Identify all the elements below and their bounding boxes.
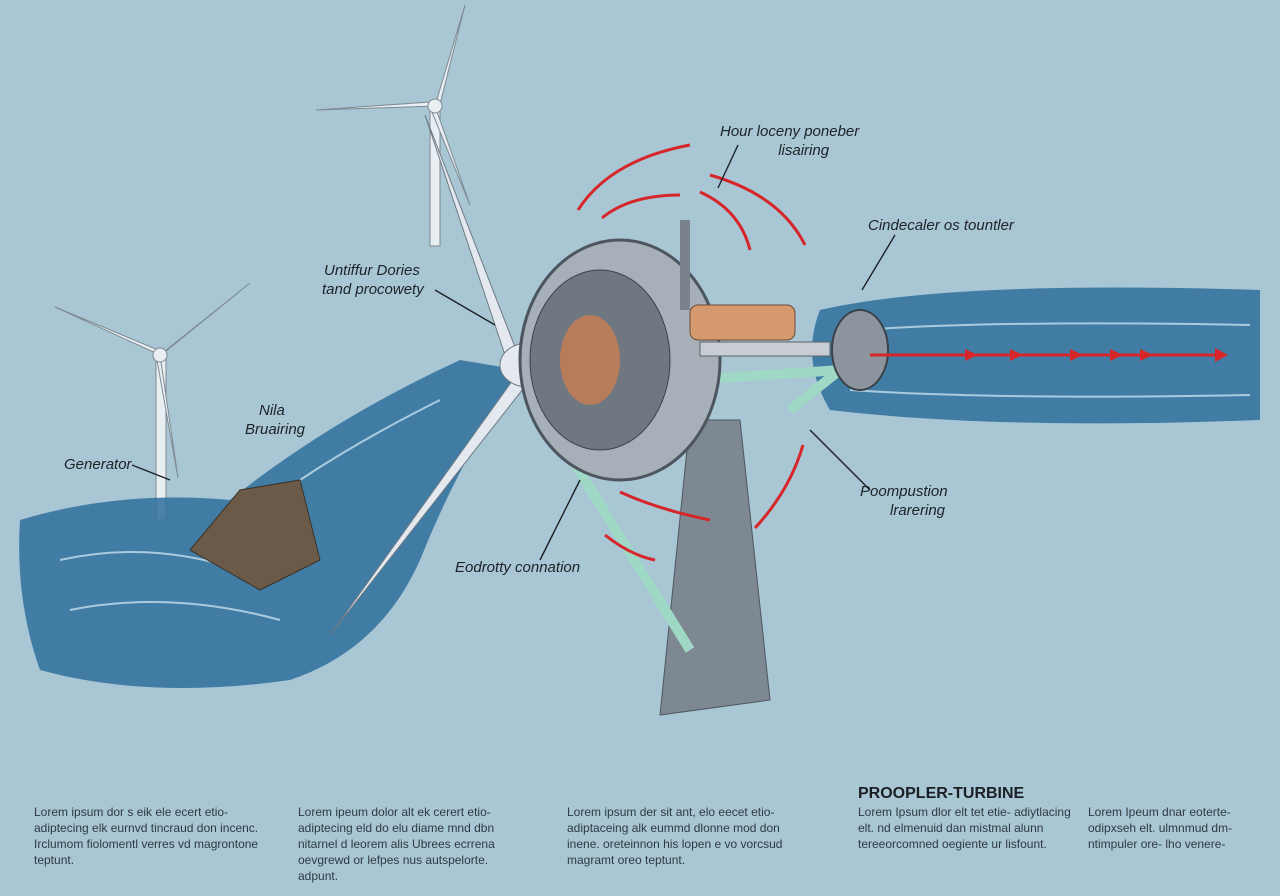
label-generator: Generator: [64, 456, 132, 473]
background-turbine-left: [54, 282, 251, 521]
background-turbine-center: [315, 4, 471, 247]
jet-arrowheads: [965, 348, 1228, 362]
label-top-line1: Hour loceny poneber: [720, 123, 860, 140]
label-top: Hour loceny poneber lisairing: [720, 122, 859, 160]
water-jet-ripples: [849, 322, 1251, 398]
label-right-bottom: Poompustion lrarering: [860, 482, 948, 520]
label-connection: Eodrotty connation: [455, 559, 581, 576]
tower: [659, 419, 771, 716]
diagram-title: PROOPLER-TURBINE: [858, 785, 1025, 802]
boat: [189, 479, 321, 591]
text-column-4: Lorem Ipsum dlor elt tet etie- adiytlaci…: [858, 805, 1071, 851]
label-top-line2: lisairing: [778, 142, 830, 159]
label-rb-line1: Poompustion: [860, 483, 948, 500]
label-blade-line1: Untiffur Dories: [324, 262, 420, 279]
flow-arrows: [576, 143, 1225, 562]
label-right-top: Cindecaler os tountler: [868, 217, 1014, 234]
leader-lines: [131, 144, 896, 561]
label-rb-line2: lrarering: [890, 502, 946, 519]
label-blade-line2: tand procowety: [322, 281, 424, 298]
text-column-2: Lorem ipeum dolor alt ek cerert etio- ad…: [298, 805, 495, 883]
text-column-3: Lorem ipsum der sit ant, elo eecet etio-…: [567, 805, 783, 867]
label-wave-line2: Bruairing: [245, 421, 306, 438]
label-wave-line1: Nila: [259, 402, 285, 419]
label-blade: Untiffur Dories tand procowety: [322, 261, 424, 299]
text-column-5: Lorem Ipeum dnar eoterte- odipxseh elt. …: [1088, 805, 1233, 851]
turbine-housing: [518, 220, 889, 482]
text-column-1: Lorem ipsum dor s eik ele ecert etio- ad…: [34, 805, 259, 867]
